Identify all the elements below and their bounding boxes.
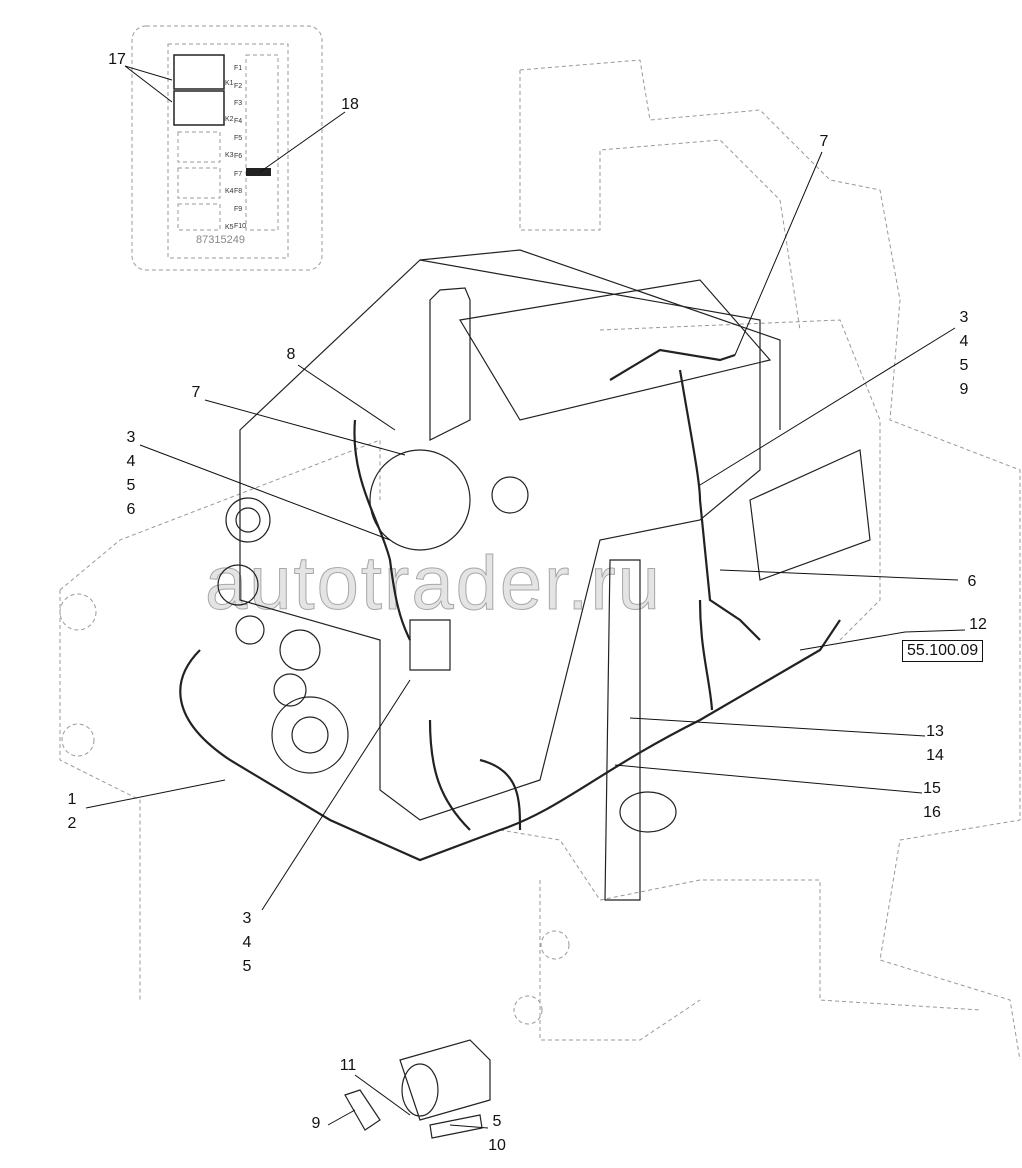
callout-number: 11: [339, 1057, 357, 1074]
fuse-f3: F3: [234, 100, 243, 108]
leader-lines: [85, 65, 966, 1129]
callout-number: 5: [492, 1113, 502, 1130]
fuse-f6: F6: [234, 152, 243, 160]
callout-number: 4: [242, 934, 252, 951]
relay-k4: K4: [225, 188, 234, 195]
relay-k5: K5: [225, 224, 234, 231]
callout-9: 9: [304, 1112, 328, 1136]
callout-6: 6: [960, 570, 984, 594]
callout-11: 11: [336, 1054, 360, 1078]
callout-number: 3: [242, 910, 252, 927]
callout-number: 3: [126, 429, 136, 446]
callout-number: 14: [926, 747, 944, 764]
callout-18: 18: [338, 93, 362, 117]
fuse-f4: F4: [234, 117, 243, 125]
fuse-f2: F2: [234, 82, 243, 90]
callout-number: 4: [126, 453, 136, 470]
chassis-outline: [59, 59, 1021, 1061]
callout-number: 2: [67, 815, 77, 832]
callout-number: 13: [926, 723, 944, 740]
relay-k2: K2: [225, 116, 234, 123]
callout-8: 8: [279, 343, 303, 367]
callout-number: 6: [967, 573, 977, 590]
callout-number: 10: [488, 1137, 506, 1154]
fuse-box-inset: [131, 25, 323, 271]
callout-number: 5: [126, 477, 136, 494]
callout-3-4-5-9: 3 4 5 9: [952, 306, 976, 402]
callout-number: 18: [341, 96, 359, 113]
fuse-f5: F5: [234, 135, 243, 143]
fuse-box-part-number: 87315249: [196, 234, 245, 246]
callout-number: 9: [311, 1115, 321, 1132]
callout-number: 16: [923, 804, 941, 821]
callout-number: 15: [923, 780, 941, 797]
fuse-f9: F9: [234, 205, 243, 213]
fuse-f1: F1: [234, 65, 243, 72]
callout-17: 17: [105, 48, 129, 72]
callout-number: 9: [959, 381, 969, 398]
starter-detail: [344, 1039, 491, 1139]
callout-number: 8: [286, 346, 296, 363]
fuse-labels: F1 F2 F3 F4 F5 F6 F7 F8 F9 F10: [234, 60, 246, 236]
callout-7-top: 7: [812, 130, 836, 154]
relay-k3: K3: [225, 152, 234, 159]
callout-number: 5: [959, 357, 969, 374]
callout-3-4-5: 3 4 5: [235, 907, 259, 979]
callout-number: 7: [819, 133, 829, 150]
callout-3-4-5-6: 3 4 5 6: [119, 426, 143, 522]
callout-7-left: 7: [184, 381, 208, 405]
fuse-f8: F8: [234, 188, 243, 196]
callout-number: 6: [126, 501, 136, 518]
relay-labels: K1 K2 K3 K4 K5: [225, 66, 234, 246]
wiring-harness: [179, 348, 841, 862]
relay-k1: K1: [225, 80, 234, 87]
fuse-f7: F7: [234, 170, 243, 178]
callout-12: 12: [966, 613, 990, 637]
section-reference-box[interactable]: 55.100.09: [902, 640, 984, 662]
engine-block: [217, 249, 871, 901]
callout-number: 3: [959, 309, 969, 326]
fuse-f10: F10: [234, 223, 247, 231]
callout-number: 4: [959, 333, 969, 350]
callout-number: 5: [242, 958, 252, 975]
callout-number: 12: [969, 616, 987, 633]
callout-number: 17: [108, 51, 126, 68]
callout-number: 7: [191, 384, 201, 401]
callout-number: 1: [67, 791, 77, 808]
